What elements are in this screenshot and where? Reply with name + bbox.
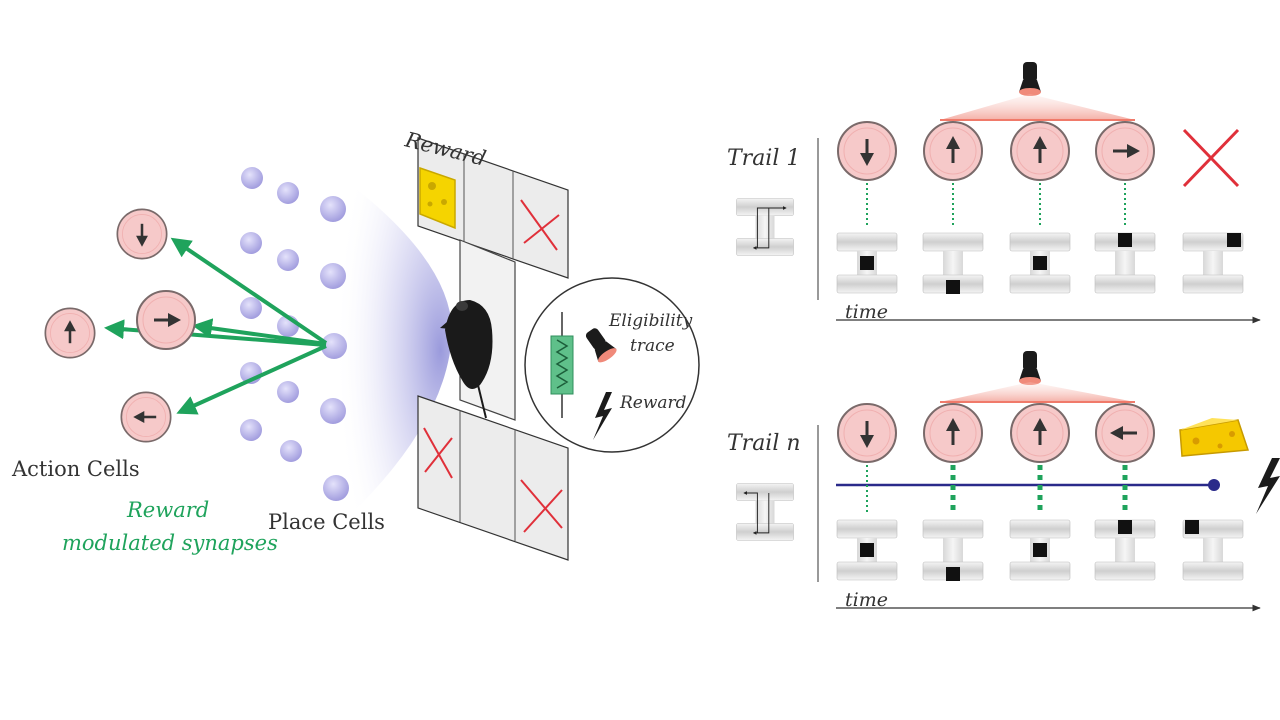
trial-1-position-4 <box>1094 232 1156 294</box>
reward-label-line1: Reward <box>126 498 209 522</box>
action-cells-label: Action Cells <box>11 457 140 481</box>
trial-n-maze-path <box>736 483 794 541</box>
trial-n-panel: Trail n <box>727 351 1280 612</box>
synapse-resistor-icon <box>550 312 574 418</box>
trial-n-label: Trail n <box>727 431 801 456</box>
lightning-icon <box>593 392 612 440</box>
flashlight-icon <box>1019 351 1041 385</box>
rat-icon <box>440 300 493 419</box>
trial-n-position-5 <box>1182 519 1244 581</box>
time-label-1: time <box>845 301 888 323</box>
trial-1-maze-path <box>736 198 794 256</box>
eligibility-label-line2: trace <box>630 336 675 356</box>
time-label-2: time <box>845 589 888 611</box>
action-cell-left <box>120 391 172 443</box>
trial-1-action-down <box>837 121 897 181</box>
trial-n-position-2 <box>922 519 984 581</box>
cheese-icon <box>419 166 456 230</box>
trial-1-panel: Trail 1 time <box>727 62 1261 324</box>
trial-n-action-up <box>1010 403 1070 463</box>
maze <box>417 137 569 561</box>
eligibility-label-line1: Eligibility <box>608 311 693 331</box>
perception-beam <box>335 180 452 520</box>
trial-1-position-3 <box>1009 232 1071 294</box>
eligibility-inset: Eligibility trace Reward <box>524 277 700 453</box>
trial-n-position-3 <box>1009 519 1071 581</box>
cheese-icon <box>1179 418 1250 457</box>
trial-1-position-5 <box>1182 232 1244 294</box>
trial-n-action-left <box>1095 403 1155 463</box>
trial-1-label: Trail 1 <box>727 146 800 171</box>
trial-n-action-up <box>923 403 983 463</box>
trial-1-position-1 <box>836 232 898 294</box>
action-cell-up <box>44 307 96 359</box>
trial-1-action-up <box>1010 121 1070 181</box>
lightning-icon <box>1256 458 1280 514</box>
reward-label-line2: modulated synapses <box>62 531 278 555</box>
trial-n-position-1 <box>836 519 898 581</box>
action-cell-right <box>136 290 196 350</box>
cross-icon <box>1182 128 1240 188</box>
action-cell-down <box>116 208 168 260</box>
trial-n-action-down <box>837 403 897 463</box>
place-cells-label: Place Cells <box>268 510 385 534</box>
flashlight-icon <box>1019 62 1041 96</box>
trial-1-action-up <box>923 121 983 181</box>
trial-1-action-right <box>1095 121 1155 181</box>
trial-n-position-4 <box>1094 519 1156 581</box>
cross-icon <box>423 199 563 533</box>
reward-inset-label: Reward <box>619 393 687 413</box>
trial-1-position-2 <box>922 232 984 294</box>
